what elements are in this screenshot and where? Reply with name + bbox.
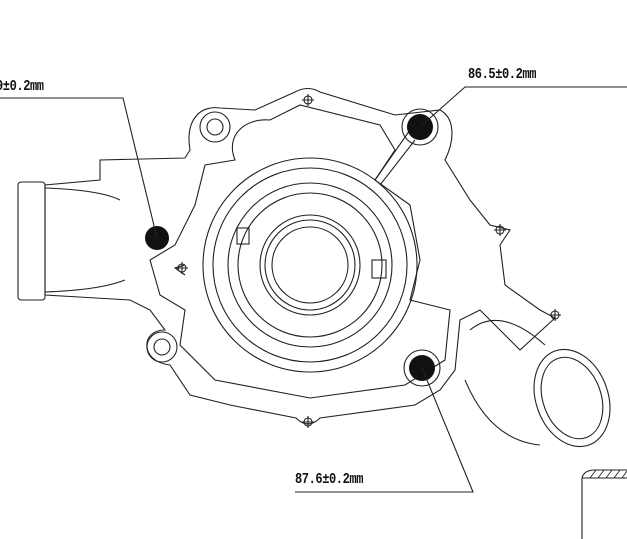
section-fragment: [581, 469, 627, 539]
measurement-dots: [145, 114, 435, 381]
leader-left: [0, 97, 158, 239]
leader-top-right: [419, 86, 627, 128]
housing-ring-outer: [202, 157, 418, 373]
dimension-label-left: 9±0.2mm: [0, 78, 44, 95]
housing-inner: [149, 104, 451, 399]
dimension-label-top-right: 86.5±0.2mm: [468, 66, 537, 83]
housing-outline: [44, 87, 556, 425]
dimension-label-bottom: 87.6±0.2mm: [295, 471, 364, 488]
leader-bottom: [295, 367, 474, 493]
inlet-pipe: [17, 181, 46, 301]
outlet-pipe: [533, 348, 611, 448]
crosshair-marks: [176, 94, 561, 428]
bore: [259, 214, 361, 316]
